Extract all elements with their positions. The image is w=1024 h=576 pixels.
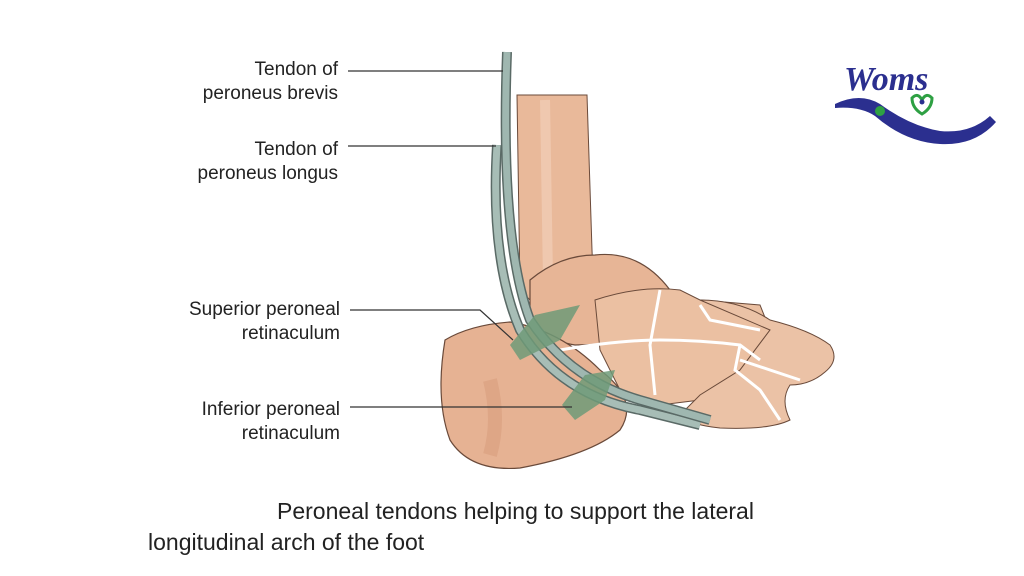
label-line: Tendon of: [254, 59, 338, 80]
label-line: Inferior peroneal: [201, 399, 340, 420]
figure-caption-line1: Peroneal tendons helping to support the …: [277, 498, 754, 524]
label-peroneus-longus: Tendon of peroneus longus: [198, 138, 339, 186]
midfoot-bones: [594, 288, 771, 406]
svg-text:Woms: Woms: [844, 61, 928, 98]
woms-logo: Woms: [830, 56, 1010, 146]
label-line: Superior peroneal: [188, 299, 340, 320]
label-line: peroneus brevis: [202, 83, 338, 104]
inferior-peroneal-retinaculum: [562, 370, 615, 420]
label-line: retinaculum: [241, 323, 340, 344]
label-peroneus-brevis: Tendon of peroneus brevis: [203, 58, 338, 106]
label-line: peroneus longus: [197, 163, 339, 184]
label-superior-retinaculum: Superior peroneal retinaculum: [189, 298, 340, 346]
label-inferior-retinaculum: Inferior peroneal retinaculum: [202, 398, 340, 446]
woms-logo-icon: Woms: [835, 61, 996, 145]
superior-peroneal-retinaculum: [510, 305, 580, 360]
label-line: retinaculum: [241, 423, 340, 444]
label-line: Tendon of: [254, 139, 338, 160]
figure-caption-line2: longitudinal arch of the foot: [148, 529, 425, 555]
